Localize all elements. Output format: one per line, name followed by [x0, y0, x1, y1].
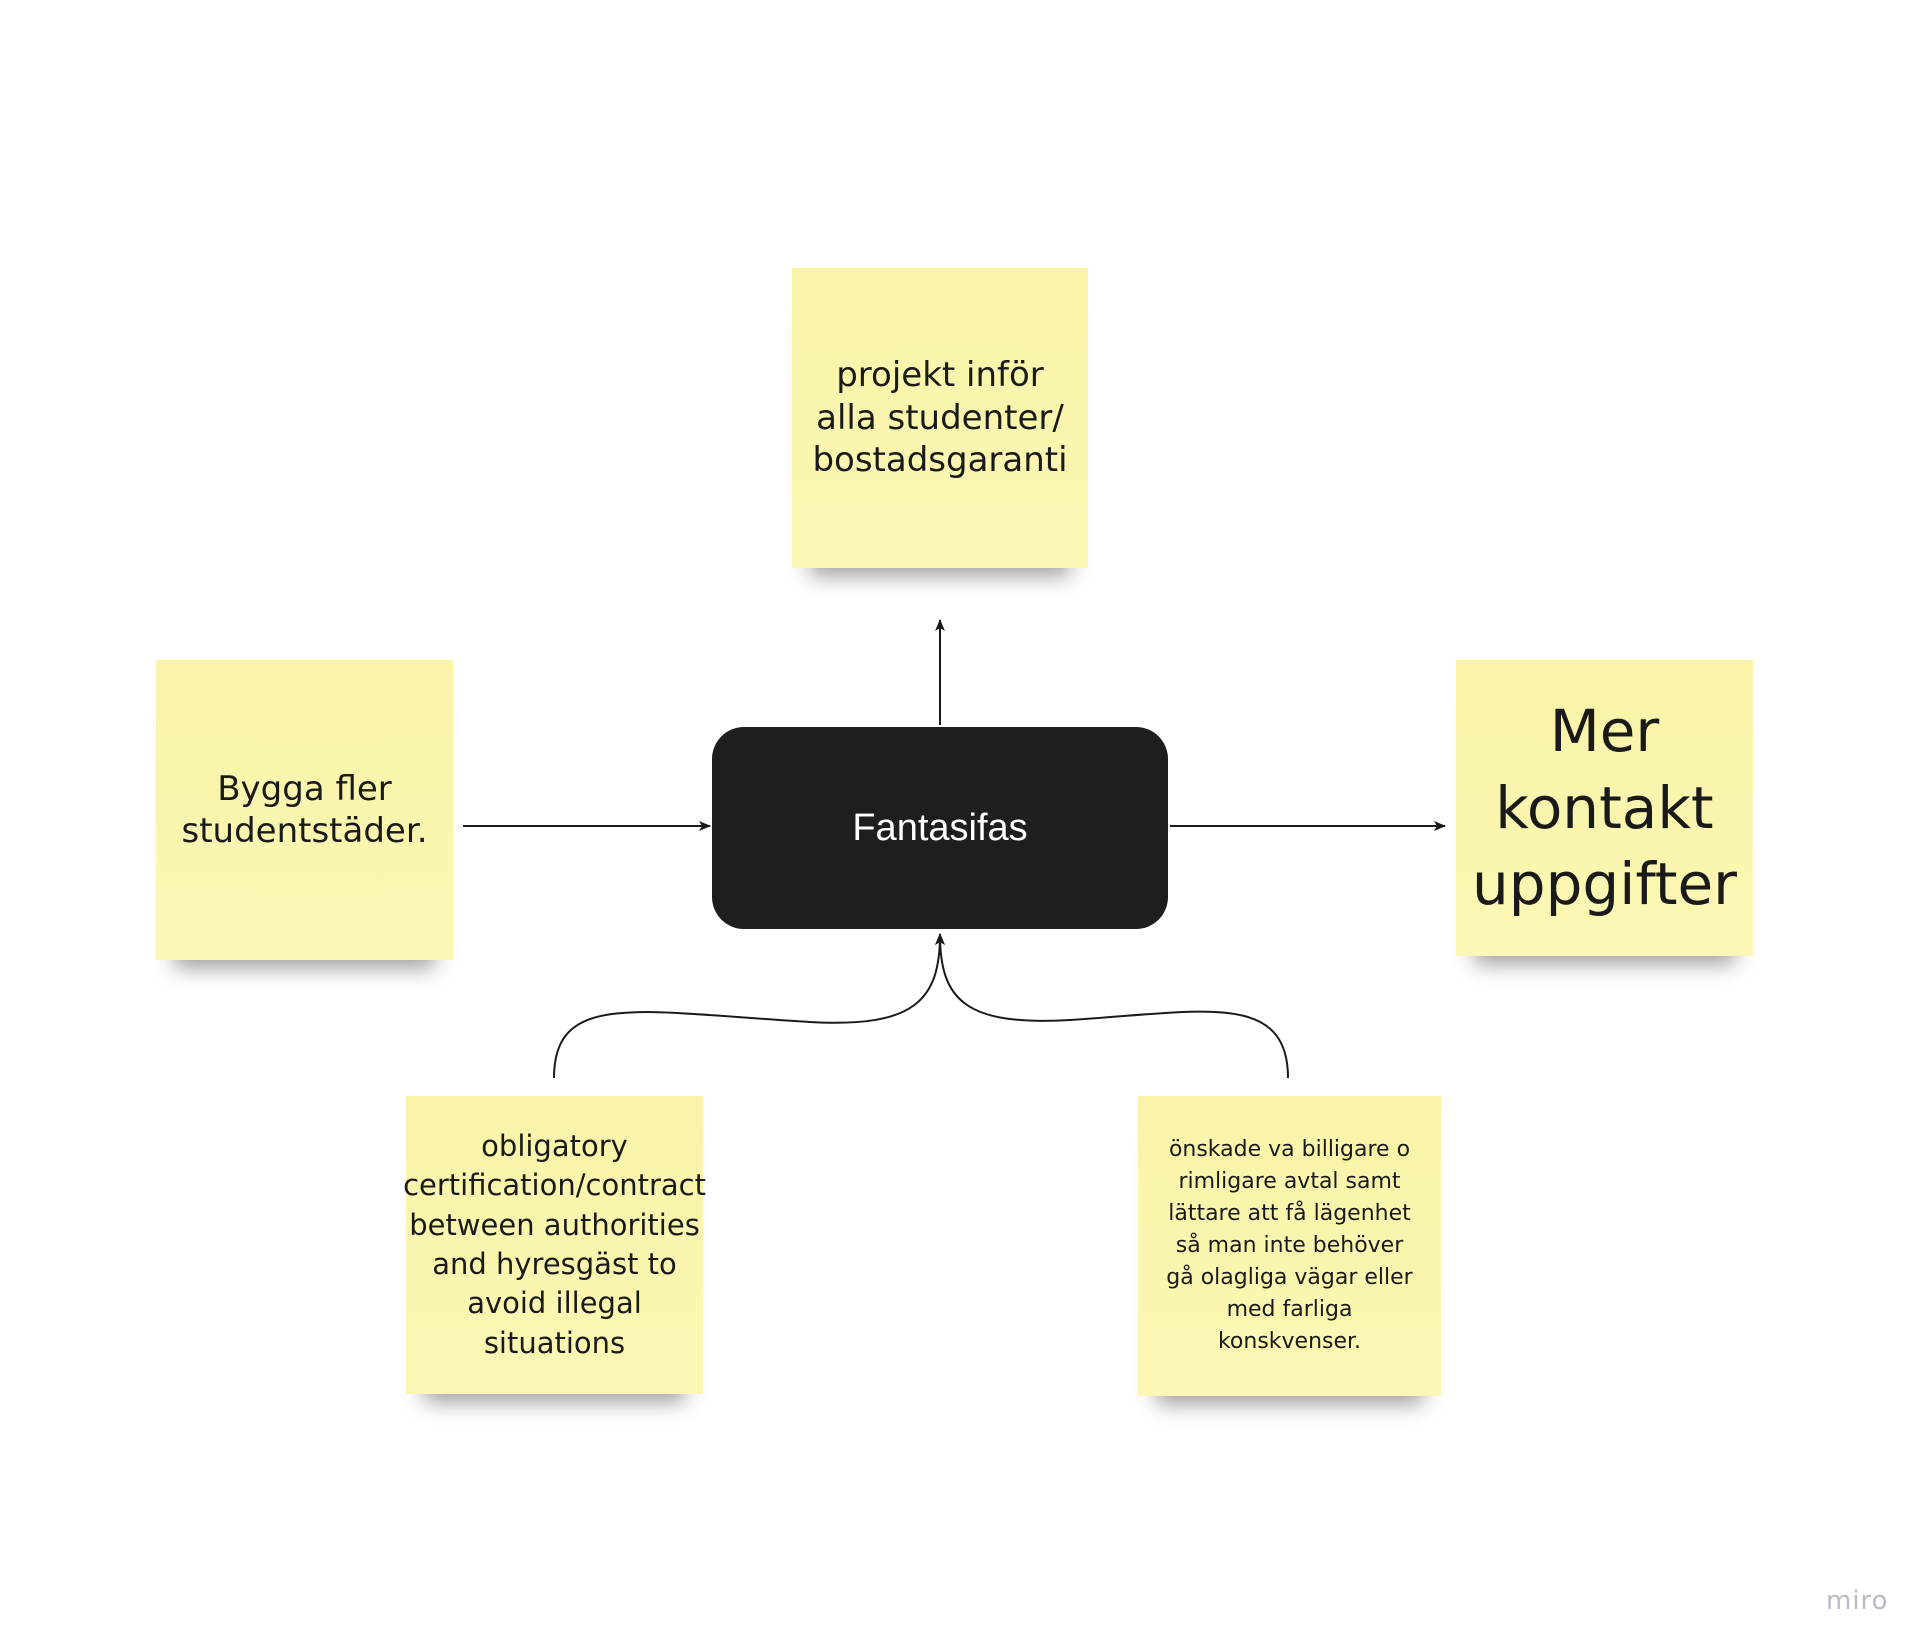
miro-watermark: miro: [1826, 1586, 1889, 1616]
sticky-note-right-text: Mer kontakt uppgifter: [1472, 697, 1737, 919]
sticky-note-top[interactable]: projekt inför alla studenter/ bostadsgar…: [792, 268, 1088, 568]
sticky-note-bottom-right-text: önskade va billigare o rimligare avtal s…: [1166, 1137, 1413, 1354]
sticky-note-left-text: Bygga fler studentstäder.: [181, 768, 428, 852]
sticky-note-bottom-left[interactable]: obligatory certification/contract betwee…: [403, 1096, 706, 1394]
sticky-note-bottom-right[interactable]: önskade va billigare o rimligare avtal s…: [1138, 1096, 1441, 1396]
center-node[interactable]: Fantasifas: [712, 727, 1168, 929]
sticky-note-bottom-left-text: obligatory certification/contract betwee…: [403, 1128, 706, 1360]
sticky-note-right[interactable]: Mer kontakt uppgifter: [1456, 660, 1753, 956]
center-node-label: Fantasifas: [852, 806, 1028, 849]
sticky-note-top-text: projekt inför alla studenter/ bostadsgar…: [812, 355, 1068, 481]
connector-bottom-left-to-center[interactable]: [553, 933, 945, 1079]
sticky-note-left[interactable]: Bygga fler studentstäder.: [156, 660, 453, 960]
connector-bottom-right-to-center[interactable]: [935, 933, 1289, 1079]
